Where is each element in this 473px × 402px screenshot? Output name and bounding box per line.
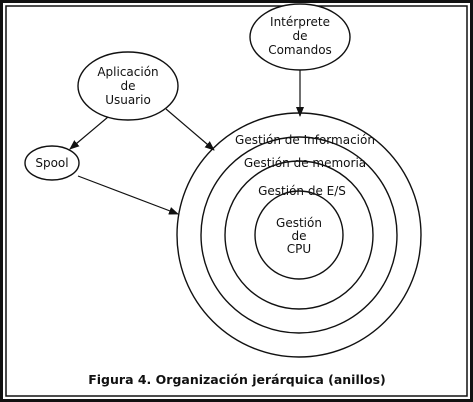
ring-cpu: [254, 190, 344, 280]
ring-cpu-label-2: de: [292, 229, 307, 243]
node-spool: [24, 145, 80, 181]
node-aplicacion-label-2: de: [121, 79, 136, 93]
node-spool-label: Spool: [35, 156, 68, 170]
ring-es: [224, 160, 374, 310]
node-aplicacion-label-3: Usuario: [105, 93, 151, 107]
node-interprete-label-2: de: [293, 29, 308, 43]
node-interprete-label-3: Comandos: [268, 43, 332, 57]
ring-memoria: [200, 136, 398, 334]
ring-cpu-label-1: Gestión: [276, 216, 322, 230]
node-aplicacion-label-1: Aplicación: [97, 65, 158, 79]
ring-informacion-label: Gestión de Información: [235, 133, 375, 147]
inner-border: [5, 5, 468, 397]
arrow-aplicacion-to-spool: [69, 116, 109, 150]
ring-memoria-label: Gestión de memoria: [244, 156, 366, 170]
ring-es-label: Gestión de E/S: [258, 184, 346, 198]
arrow-spool-to-rings: [77, 175, 179, 215]
node-interprete-label-1: Intérprete: [270, 15, 330, 29]
figure-caption: Figura 4. Organización jerárquica (anill…: [88, 372, 386, 387]
node-aplicacion: [77, 51, 179, 121]
ring-cpu-label-3: CPU: [287, 242, 311, 256]
arrow-aplicacion-to-rings: [165, 108, 215, 151]
